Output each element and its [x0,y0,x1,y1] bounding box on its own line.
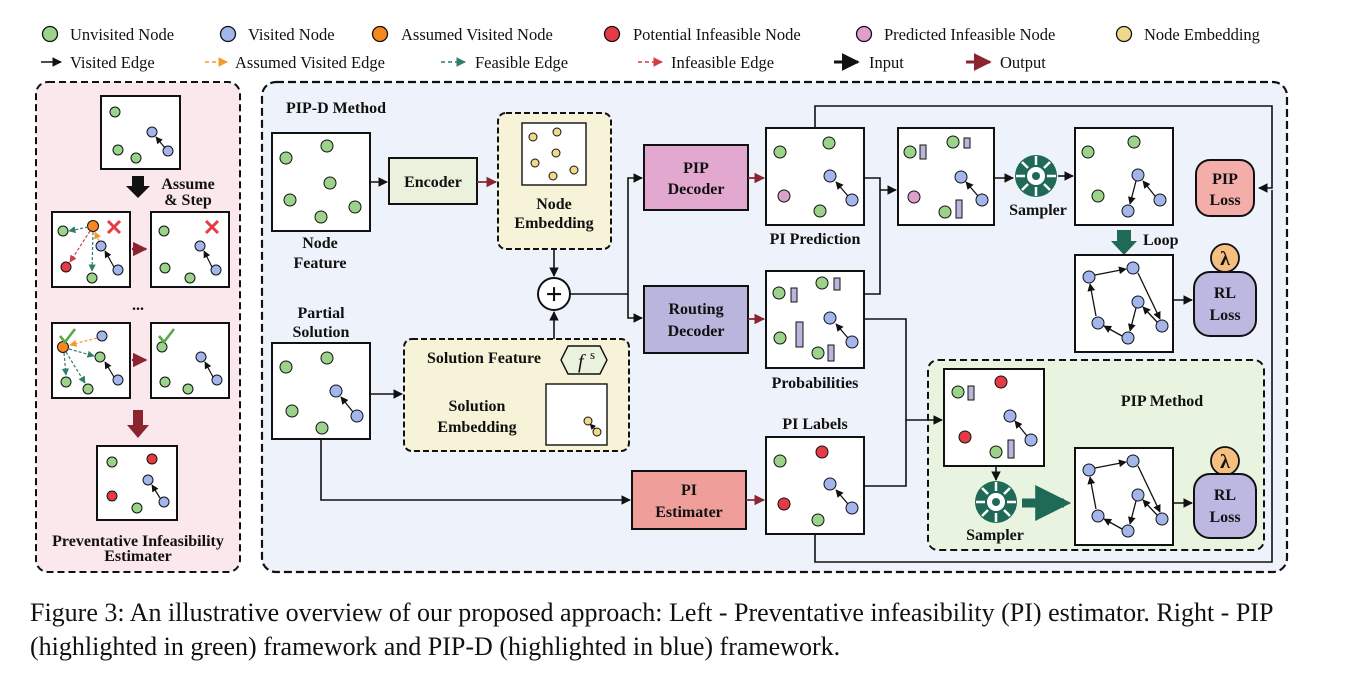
pip-sampler-label: Sampler [966,527,1024,544]
solution-feature-label: Solution Feature [427,350,541,367]
potential-infeasible-node-icon [603,25,621,43]
sampler-label: Sampler [1009,202,1067,219]
legend: Unvisited Node Visited Node Assumed Visi… [41,25,1260,72]
legend-unvisited-node: Unvisited Node [70,25,174,44]
pip-loss-label-1: PIP [1212,171,1238,188]
node-feature-label-2: Feature [293,255,346,272]
pip-sampler-icon [975,481,1017,523]
figure-caption: Figure 3: An illustrative overview of ou… [30,598,1273,661]
pip-rl-loss-block [1193,473,1257,539]
pi-estimater-title-line1: Preventative Infeasibility [52,533,224,550]
pi-estimater-title-line2: Estimater [104,548,172,565]
unvisited-node-icon [41,25,59,43]
pi-estimater-panel: Assume & Step ... [35,81,241,573]
loop-label: Loop [1143,232,1179,249]
legend-visited-edge: Visited Edge [70,53,155,72]
lambda-symbol: λ [1220,248,1230,270]
pi-estimater-block [631,470,747,530]
solution-embedding-label-1: Solution [449,398,506,415]
legend-predicted-infeasible-node: Predicted Infeasible Node [884,25,1055,44]
legend-infeasible-edge: Infeasible Edge [671,53,774,72]
pip-lambda-symbol: λ [1220,451,1230,473]
predicted-infeasible-node-icon [855,25,873,43]
sampler-icon [1015,155,1057,197]
pip-title: PIP Method [1121,393,1203,410]
pi-labels-label: PI Labels [782,416,847,433]
fs-superscript: s [590,347,595,362]
fs-symbol: f [578,351,586,373]
legend-input: Input [869,53,904,72]
node-embedding-label-1: Node [536,196,572,213]
pip-decoder-block [643,144,749,211]
legend-output: Output [1000,53,1046,72]
output-down-arrow [127,410,149,438]
probabilities-label: Probabilities [772,375,859,392]
pip-loss-label-2: Loss [1209,192,1240,209]
legend-node-embedding: Node Embedding [1144,25,1260,44]
partial-solution-label-1: Partial [297,305,345,322]
solution-embedding-label-2: Embedding [437,419,516,436]
routing-decoder-block [643,285,749,354]
legend-assumed-visited-edge: Assumed Visited Edge [235,53,385,72]
partial-solution-label-2: Solution [293,324,350,341]
legend-assumed-visited-node: Assumed Visited Node [401,25,553,44]
pip-loss-block [1195,159,1255,217]
encoder-block [388,157,478,205]
routing-decoder-label-1: Routing [668,301,723,318]
routing-decoder-label-2: Decoder [668,323,725,340]
pip-decoder-label-2: Decoder [668,181,725,198]
pip-rl-loss-label-1: RL [1214,487,1236,504]
visited-node-icon [219,25,237,43]
plus-symbol: + [545,278,562,311]
legend-visited-node: Visited Node [248,25,335,44]
pip-decoder-label-1: PIP [683,160,709,177]
pipd-title: PIP-D Method [286,100,386,117]
pi-estimater-label-2: Estimater [655,504,723,521]
ellipsis: ... [132,297,144,314]
node-embedding-label-2: Embedding [514,215,593,232]
pi-prediction-label: PI Prediction [770,231,861,248]
infeasible-cross-icon [106,219,122,235]
loop-arrow [1111,230,1137,255]
pip-rl-loss-label-2: Loss [1209,509,1240,526]
legend-feasible-edge: Feasible Edge [475,53,568,72]
pi-estimater-label-1: PI [681,482,697,499]
feasible-check-icon [158,328,176,345]
rl-loss-label-2: Loss [1209,307,1240,324]
assumed-visited-node-icon [371,25,389,43]
encoder-label: Encoder [404,174,462,191]
framework-diagram: Unvisited Node Visited Node Assumed Visi… [35,25,1289,574]
step-label: & Step [164,192,212,209]
assume-step-arrow [126,176,150,198]
feasible-check-icon [59,328,77,345]
rl-loss-label-1: RL [1214,285,1236,302]
rl-loss-block [1193,271,1257,337]
infeasible-cross-icon [204,219,220,235]
legend-potential-infeasible-node: Potential Infeasible Node [633,25,801,44]
node-feature-label-1: Node [302,235,338,252]
pipd-panel: PIP-D Method PIP Method Node Feature Enc… [260,80,1289,574]
node-embedding-icon [1115,25,1133,43]
fs-hexagon-icon [560,345,608,375]
assume-label: Assume [161,176,214,193]
